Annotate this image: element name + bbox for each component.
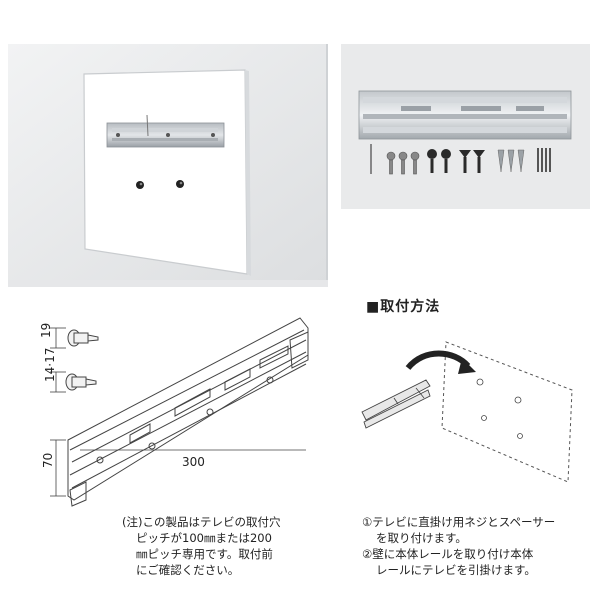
dim-19-label: 19 [39,323,53,338]
dim-300-label: 300 [182,455,205,469]
dim-70-label: 70 [41,453,55,468]
note-line-3: ㎜ピッチ専用です。取付前 [136,547,273,561]
parts-photo-graphic [341,44,590,209]
rail-dimension-diagram: 19 14·17 300 70 [10,300,330,520]
installed-photo-graphic [8,44,328,287]
step-2-line-1: ②壁に本体レールを取り付け本体 [362,547,534,561]
step-1-line-1: ①テレビに直掛け用ネジとスペーサー [362,515,556,529]
rail-line-drawing: 19 14·17 300 70 [39,317,309,507]
note-line-2: ピッチが100㎜または200 [136,531,272,545]
step-2-line-2: レールにテレビを引掛けます。 [376,563,536,577]
installation-steps: ①テレビに直掛け用ネジとスペーサー を取り付けます。 ②壁に本体レールを取り付け… [362,514,594,578]
step-1-line-2: を取り付けます。 [376,531,467,545]
dim-14-17-label: 14·17 [43,348,57,382]
product-photo-installed [8,44,328,287]
product-parts-photo [341,44,590,209]
note-line-4: にご確認ください。 [136,563,240,577]
installation-method-diagram [354,300,594,500]
method-title: ■取付方法 [366,299,441,315]
note-line-1: (注)この製品はテレビの取付穴 [122,515,281,529]
method-line-drawing [361,341,573,483]
compatibility-note: (注)この製品はテレビの取付穴 ピッチが100㎜または200 ㎜ピッチ専用です。… [122,514,332,578]
